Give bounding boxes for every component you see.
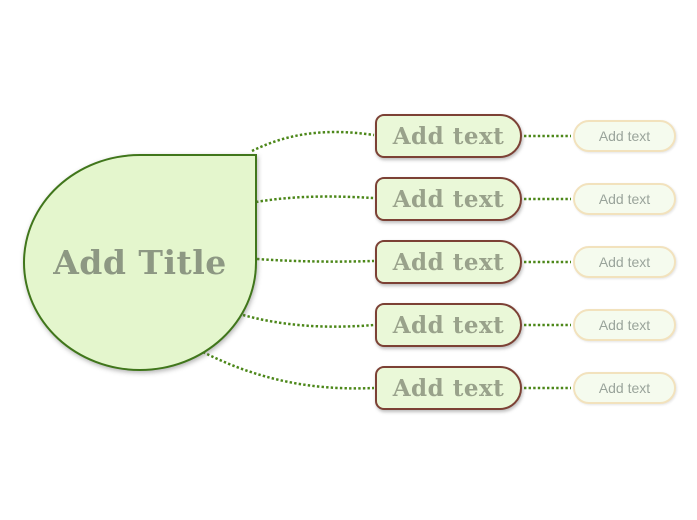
branch-label: Add text <box>392 311 505 339</box>
central-title-node[interactable]: Add Title <box>23 154 257 371</box>
sub-node-3[interactable]: Add text <box>573 246 676 278</box>
sub-node-label: Add text <box>598 254 651 270</box>
branch-node-1[interactable]: Add text <box>375 114 522 158</box>
sub-node-label: Add text <box>598 191 651 207</box>
central-title-label: Add Title <box>53 243 227 282</box>
sub-node-1[interactable]: Add text <box>573 120 676 152</box>
branch-node-5[interactable]: Add text <box>375 366 522 410</box>
branch-label: Add text <box>392 374 505 402</box>
branch-label: Add text <box>392 122 505 150</box>
branch-node-2[interactable]: Add text <box>375 177 522 221</box>
branch-label: Add text <box>392 248 505 276</box>
connector-branch-4 <box>242 313 375 328</box>
sub-node-4[interactable]: Add text <box>573 309 676 341</box>
sub-node-label: Add text <box>598 317 651 333</box>
sub-node-5[interactable]: Add text <box>573 372 676 404</box>
sub-node-label: Add text <box>598 380 651 396</box>
connector-branch-3 <box>256 257 375 263</box>
connector-branch-1 <box>251 130 375 153</box>
connector-branch-5 <box>202 350 375 390</box>
branch-node-4[interactable]: Add text <box>375 303 522 347</box>
branch-node-3[interactable]: Add text <box>375 240 522 284</box>
branch-label: Add text <box>392 185 505 213</box>
sub-node-label: Add text <box>598 128 651 144</box>
sub-node-2[interactable]: Add text <box>573 183 676 215</box>
connector-branch-2 <box>255 195 375 204</box>
